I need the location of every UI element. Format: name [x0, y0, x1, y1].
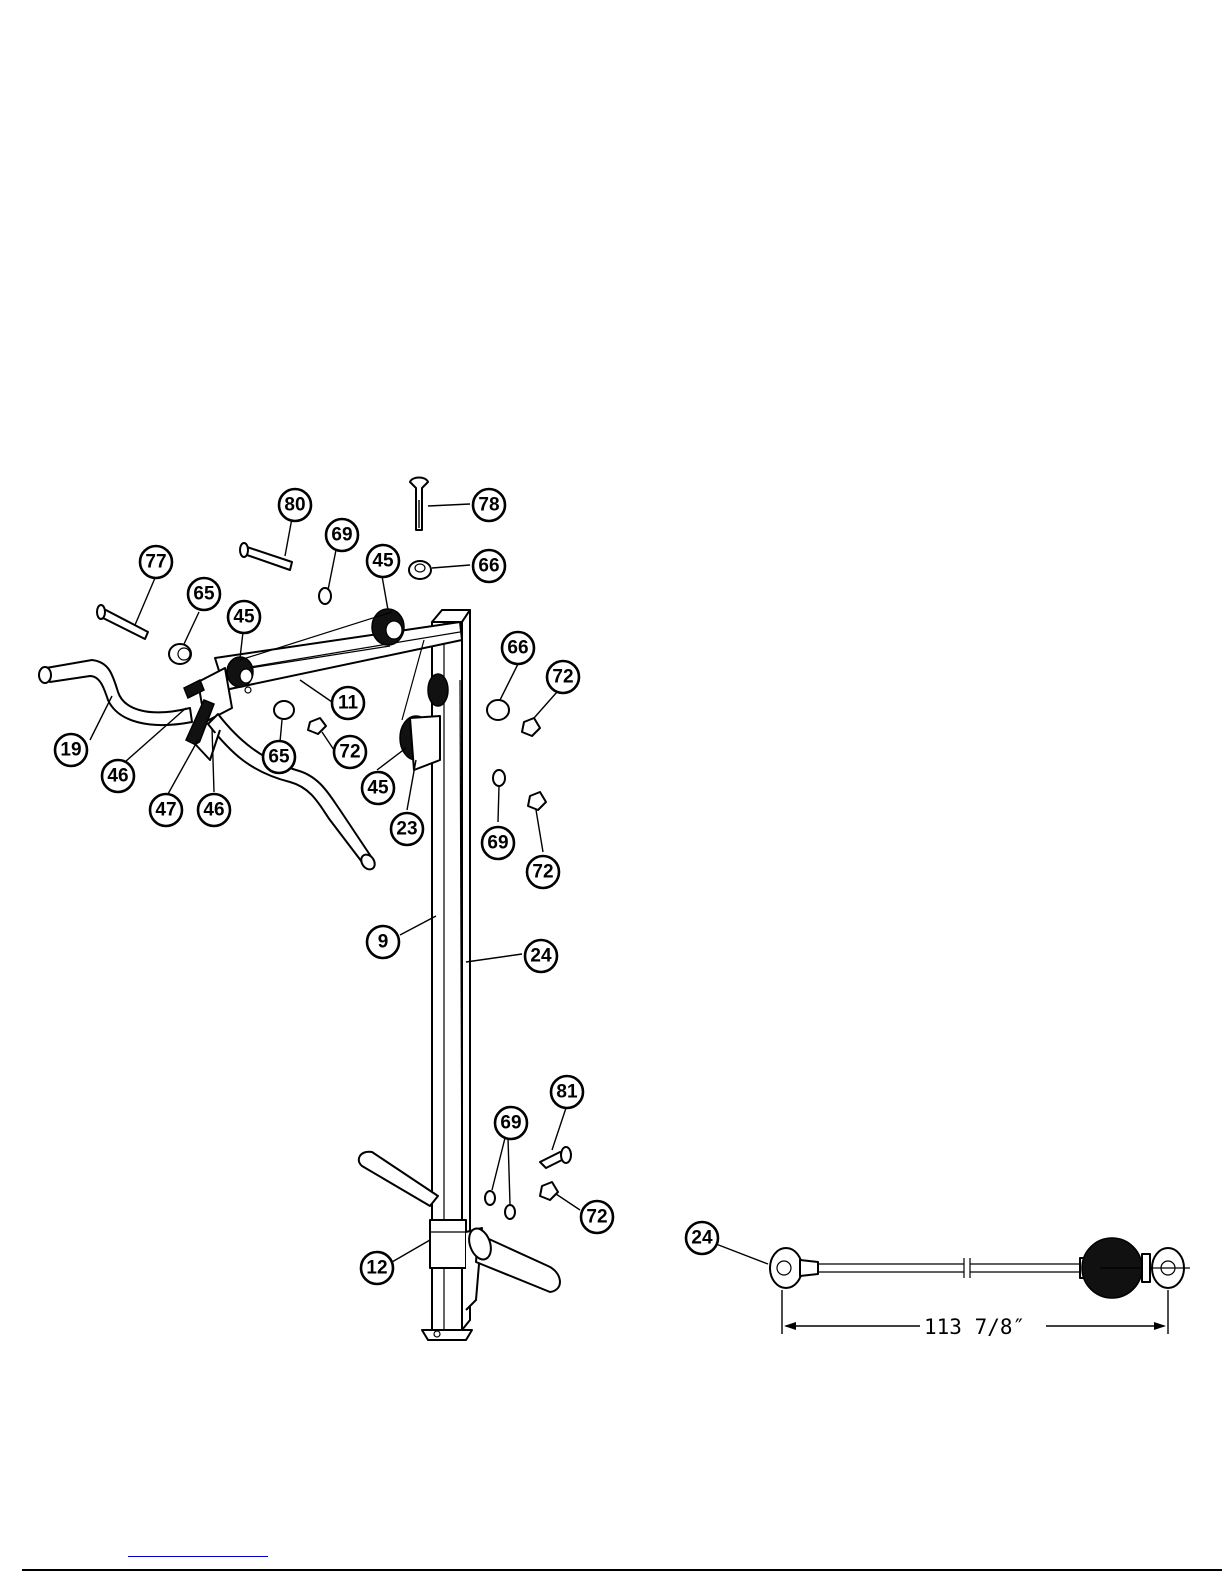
cable-detail: 113 7/8″ [770, 1238, 1190, 1339]
svg-text:66: 66 [478, 556, 499, 577]
callout-65: 65 [188, 578, 220, 610]
callout-45: 45 [367, 545, 399, 577]
callout-78: 78 [473, 489, 505, 521]
washer-69-top [319, 588, 331, 604]
callout-77: 77 [140, 546, 172, 578]
svg-text:66: 66 [507, 638, 528, 659]
bolt-80 [240, 543, 292, 570]
svg-text:12: 12 [366, 1258, 387, 1279]
svg-text:80: 80 [284, 495, 305, 516]
svg-text:69: 69 [500, 1113, 521, 1134]
callout-45: 45 [228, 601, 260, 633]
washer-66-top [409, 561, 431, 579]
svg-text:23: 23 [396, 819, 417, 840]
svg-text:65: 65 [193, 584, 215, 605]
callout-72: 72 [527, 856, 559, 888]
cable-length-dimension: 113 7/8″ [924, 1315, 1025, 1339]
svg-text:65: 65 [268, 747, 290, 768]
svg-text:45: 45 [372, 551, 394, 572]
svg-text:19: 19 [60, 740, 81, 761]
svg-text:24: 24 [691, 1228, 713, 1249]
nut-72-right [522, 718, 540, 736]
callout-19: 19 [55, 734, 87, 766]
callout-72: 72 [547, 661, 579, 693]
callout-66: 66 [473, 550, 505, 582]
callout-69: 69 [482, 827, 514, 859]
washers-69-lower [485, 1191, 515, 1219]
callout-80: 80 [279, 489, 311, 521]
svg-text:69: 69 [331, 525, 352, 546]
svg-text:69: 69 [487, 833, 508, 854]
spacer-65-mid [274, 701, 294, 719]
spacer-66-right [487, 700, 509, 720]
washer-69-right [493, 770, 505, 786]
bolt-78 [410, 478, 428, 531]
svg-text:72: 72 [532, 862, 553, 883]
callout-65: 65 [263, 741, 295, 773]
callout-24: 24 [686, 1222, 718, 1254]
callout-12: 12 [361, 1252, 393, 1284]
bolt-77 [97, 605, 148, 639]
callout-24: 24 [525, 940, 557, 972]
leader-lines [90, 504, 768, 1264]
svg-text:45: 45 [233, 607, 255, 628]
footer-rule [22, 1569, 1222, 1571]
callout-72: 72 [581, 1201, 613, 1233]
svg-text:72: 72 [339, 742, 360, 763]
callout-11: 11 [332, 687, 364, 719]
svg-text:72: 72 [586, 1207, 607, 1228]
callout-46: 46 [198, 794, 230, 826]
callout-69: 69 [495, 1107, 527, 1139]
svg-text:45: 45 [367, 778, 389, 799]
svg-text:11: 11 [338, 693, 359, 714]
svg-text:72: 72 [552, 667, 573, 688]
svg-text:47: 47 [155, 800, 176, 821]
svg-text:81: 81 [556, 1082, 578, 1103]
callout-46: 46 [102, 760, 134, 792]
callout-23: 23 [391, 813, 423, 845]
callout-69: 69 [326, 519, 358, 551]
svg-text:9: 9 [378, 932, 389, 953]
callout-72: 72 [334, 736, 366, 768]
callout-47: 47 [150, 794, 182, 826]
callout-45: 45 [362, 772, 394, 804]
spacer-65-left [169, 644, 191, 664]
callout-66: 66 [502, 632, 534, 664]
svg-text:78: 78 [478, 495, 499, 516]
nut-72-lower-bolt [540, 1182, 558, 1200]
bolt-81 [540, 1147, 571, 1168]
svg-text:46: 46 [107, 766, 128, 787]
callout-9: 9 [367, 926, 399, 958]
nut-72-mid [308, 718, 326, 734]
svg-text:77: 77 [145, 552, 166, 573]
svg-text:46: 46 [203, 800, 224, 821]
footer-link-underline[interactable] [128, 1556, 268, 1557]
svg-text:24: 24 [530, 946, 552, 967]
nut-72-lower [528, 792, 546, 810]
callout-81: 81 [551, 1076, 583, 1108]
